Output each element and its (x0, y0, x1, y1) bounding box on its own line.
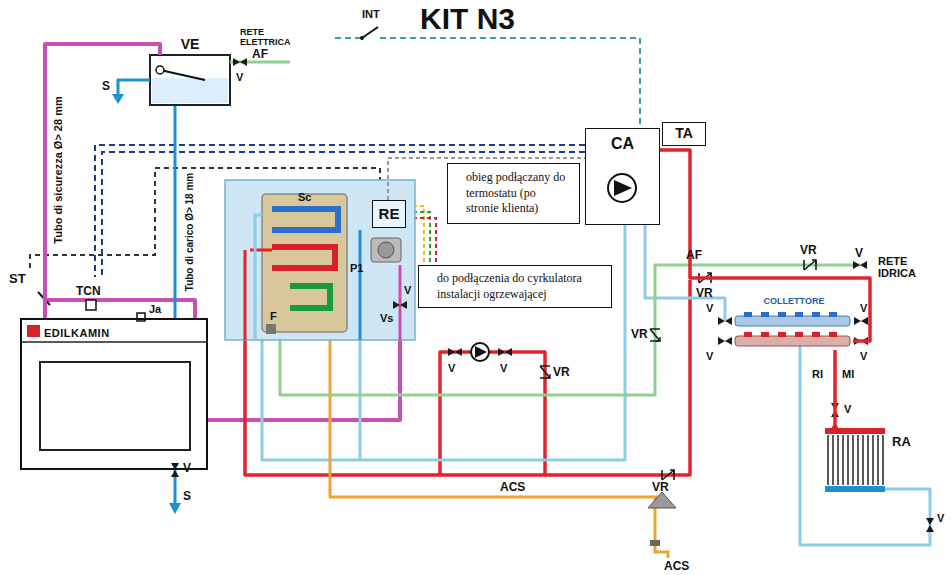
node-text: CA (586, 129, 659, 153)
part-label: AF (686, 249, 702, 262)
node-text: RE (373, 201, 405, 226)
radiator-drawing (825, 425, 885, 492)
part-label: VR (553, 366, 570, 379)
part-label: P1 (350, 262, 363, 274)
part-label: ST (9, 272, 26, 286)
pipe-connector (660, 150, 870, 341)
node-text: do podłączenia do cyrkulatora instalacji… (437, 271, 603, 302)
part-label: F (270, 310, 277, 322)
part-label: V (236, 71, 243, 83)
part-label: TCN (76, 285, 101, 298)
boiler: EDILKAMIN (20, 318, 208, 470)
node-text: EDILKAMIN (22, 320, 206, 339)
part-label: V (500, 362, 507, 374)
ca-unit (585, 128, 660, 225)
expansion-tank: VE (150, 55, 230, 105)
part-label: V (448, 362, 455, 374)
thermostat-box: TA (662, 122, 706, 146)
part-label: VR (696, 287, 713, 300)
part-label: RETE IDRICA (878, 255, 944, 279)
part-label: VR (652, 481, 669, 494)
node-text: TA (663, 123, 705, 144)
part-label: S (183, 490, 191, 503)
part-label: V (860, 350, 867, 362)
part-label: V (855, 247, 863, 260)
shower-and-tap (648, 492, 676, 558)
part-label: MI (842, 368, 854, 380)
regulator-box: RE (372, 200, 406, 228)
expansion-tank-drawing (150, 55, 230, 105)
part-label: ACS (664, 560, 689, 573)
callout-box: obieg podłączany do termostatu (po stron… (447, 163, 580, 224)
part-label: V (860, 302, 867, 314)
part-label: RETE ELETTRICA (240, 28, 302, 48)
part-label: ACS (500, 481, 525, 494)
part-label: AF (252, 48, 268, 61)
part-label: S (102, 80, 110, 93)
part-label: V (183, 462, 191, 475)
node-text: RA (892, 434, 911, 449)
part-label: VR (631, 328, 648, 341)
part-label: VR (800, 244, 817, 257)
kit-panel (225, 180, 415, 340)
part-label: RI (812, 368, 823, 380)
valves (171, 58, 934, 532)
pipe-note: Tubo di sicurezza Ø> 28 mm (52, 96, 64, 243)
pipe-connector (45, 44, 160, 318)
radiator: RA (822, 428, 930, 492)
collector: COLLETTORE (735, 296, 853, 350)
boiler-drawing (20, 292, 208, 470)
pipe-connector (833, 350, 837, 428)
pipe-note: Tubo di carico Ø> 18 mm (184, 173, 195, 291)
part-label: INT (362, 8, 380, 20)
part-label: Vs (380, 312, 393, 324)
part-label: V (404, 284, 411, 296)
node-text: VE (150, 36, 230, 52)
part-label: Ja (149, 303, 161, 315)
part-label: V (706, 350, 713, 362)
part-label: V (844, 403, 851, 415)
part-label: V (937, 512, 944, 524)
callout-box: do podłączenia do cyrkulatora instalacji… (418, 265, 612, 308)
node-text: obieg podłączany do termostatu (po stron… (466, 170, 571, 217)
diagram-title: KIT N3 (420, 2, 515, 36)
control-unit: CA (585, 128, 660, 225)
collector-drawing (735, 312, 850, 346)
pipes (45, 62, 930, 545)
part-label: Sc (298, 191, 311, 203)
part-label: V (706, 302, 713, 314)
node-text: COLLETTORE (735, 296, 853, 306)
